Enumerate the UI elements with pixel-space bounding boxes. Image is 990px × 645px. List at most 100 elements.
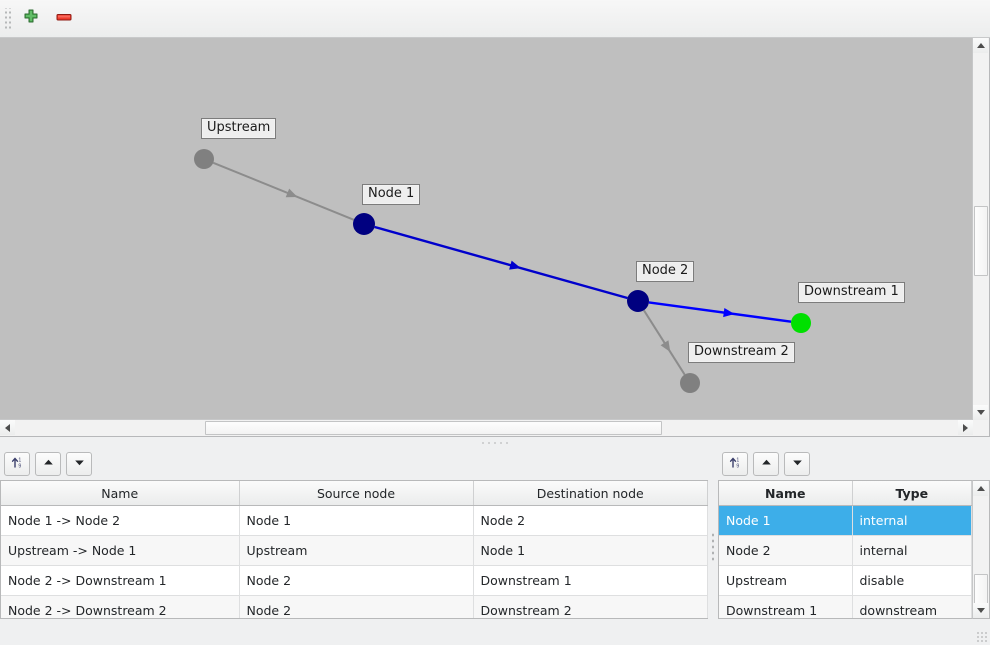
graph-node-downstream-1[interactable] <box>791 313 811 333</box>
table-cell-name[interactable]: Node 1 -> Node 2 <box>1 505 240 536</box>
triangle-up-icon <box>41 455 56 473</box>
graph-edges-layer <box>212 161 792 376</box>
column-header-destination-node[interactable]: Destination node <box>473 481 708 506</box>
table-cell-destination[interactable]: Node 1 <box>473 535 708 566</box>
table-cell-name[interactable]: Node 2 -> Downstream 2 <box>1 595 240 618</box>
graph-node-node-2[interactable] <box>627 290 649 312</box>
nodes-scroll-up-button[interactable] <box>973 481 988 496</box>
graph-scrollbar-corner <box>973 420 989 436</box>
table-cell-name[interactable]: Node 2 <box>719 535 853 566</box>
window-resize-grip-icon[interactable] <box>976 631 988 643</box>
triangle-up-icon <box>759 455 774 473</box>
edges-sort-button[interactable]: 1 9 <box>4 452 30 476</box>
graph-node-label[interactable]: Downstream 2 <box>688 342 795 363</box>
graph-edge[interactable] <box>643 309 686 376</box>
chevron-down-icon <box>976 608 985 613</box>
table-cell-name[interactable]: Node 1 <box>719 505 853 536</box>
graph-vertical-scrollbar[interactable] <box>972 38 989 420</box>
graph-node-downstream-2[interactable] <box>680 373 700 393</box>
nodes-move-up-button[interactable] <box>753 452 779 476</box>
graph-edge[interactable] <box>212 161 355 221</box>
graph-horizontal-scroll-thumb[interactable] <box>205 421 662 435</box>
table-cell-source[interactable]: Node 2 <box>239 595 474 618</box>
graph-vertical-scroll-thumb[interactable] <box>974 206 988 276</box>
graph-scroll-down-button[interactable] <box>973 405 988 420</box>
edges-move-down-button[interactable] <box>66 452 92 476</box>
table-cell-name[interactable]: Upstream -> Node 1 <box>1 535 240 566</box>
table-cell-name[interactable]: Node 2 -> Downstream 1 <box>1 565 240 596</box>
graph-edge[interactable] <box>648 301 792 323</box>
graph-edge[interactable] <box>374 225 628 300</box>
splitter-grip-icon <box>480 440 510 445</box>
vertical-splitter[interactable] <box>708 448 718 645</box>
table-cell-source[interactable]: Upstream <box>239 535 474 566</box>
remove-button[interactable] <box>49 4 79 34</box>
add-icon <box>21 7 41 30</box>
table-cell-destination[interactable]: Node 2 <box>473 505 708 536</box>
nodes-table-vertical-scrollbar[interactable] <box>972 480 990 619</box>
table-cell-destination[interactable]: Downstream 1 <box>473 565 708 596</box>
graph-scroll-left-button[interactable] <box>0 420 15 435</box>
graph-scroll-right-button[interactable] <box>958 420 973 435</box>
table-cell-name[interactable]: Downstream 1 <box>719 595 853 618</box>
nodes-sort-button[interactable]: 1 9 <box>722 452 748 476</box>
graph-edge-arrow <box>660 340 671 352</box>
edges-move-up-button[interactable] <box>35 452 61 476</box>
table-cell-type[interactable]: downstream <box>852 595 972 618</box>
graph-node-label[interactable]: Upstream <box>201 118 277 139</box>
graph-scroll-up-button[interactable] <box>973 38 988 53</box>
bottom-panels: 1 9 <box>0 448 990 645</box>
table-cell-type[interactable]: internal <box>852 505 972 536</box>
column-header-source-node[interactable]: Source node <box>239 481 474 506</box>
toolbar-drag-handle[interactable] <box>3 7 13 30</box>
graph-node-upstream[interactable] <box>194 149 214 169</box>
table-cell-type[interactable]: disable <box>852 565 972 596</box>
graph-node-label[interactable]: Node 1 <box>362 184 421 205</box>
table-cell-destination[interactable]: Downstream 2 <box>473 595 708 618</box>
graph-node-node-1[interactable] <box>353 213 375 235</box>
column-header-name[interactable]: Name <box>719 481 853 506</box>
chevron-up-icon <box>976 486 985 491</box>
column-header-type[interactable]: Type <box>852 481 972 506</box>
table-cell-type[interactable]: internal <box>852 535 972 566</box>
graph-node-label[interactable]: Node 2 <box>636 261 695 282</box>
horizontal-splitter[interactable] <box>0 437 990 448</box>
table-cell-name[interactable]: Upstream <box>719 565 853 596</box>
triangle-down-icon <box>72 455 87 473</box>
add-button[interactable] <box>16 4 46 34</box>
nodes-move-down-button[interactable] <box>784 452 810 476</box>
table-cell-source[interactable]: Node 2 <box>239 565 474 596</box>
chevron-up-icon <box>976 43 985 48</box>
edges-toolbar: 1 9 <box>0 448 708 480</box>
chevron-right-icon <box>963 423 968 432</box>
table-cell-source[interactable]: Node 1 <box>239 505 474 536</box>
graph-node-label[interactable]: Downstream 1 <box>798 282 905 303</box>
nodes-scroll-down-button[interactable] <box>973 603 988 618</box>
main-toolbar <box>0 0 990 38</box>
graph-edge-arrow <box>285 188 298 198</box>
column-header-name[interactable]: Name <box>1 481 240 506</box>
graph-horizontal-scrollbar[interactable] <box>0 419 973 436</box>
